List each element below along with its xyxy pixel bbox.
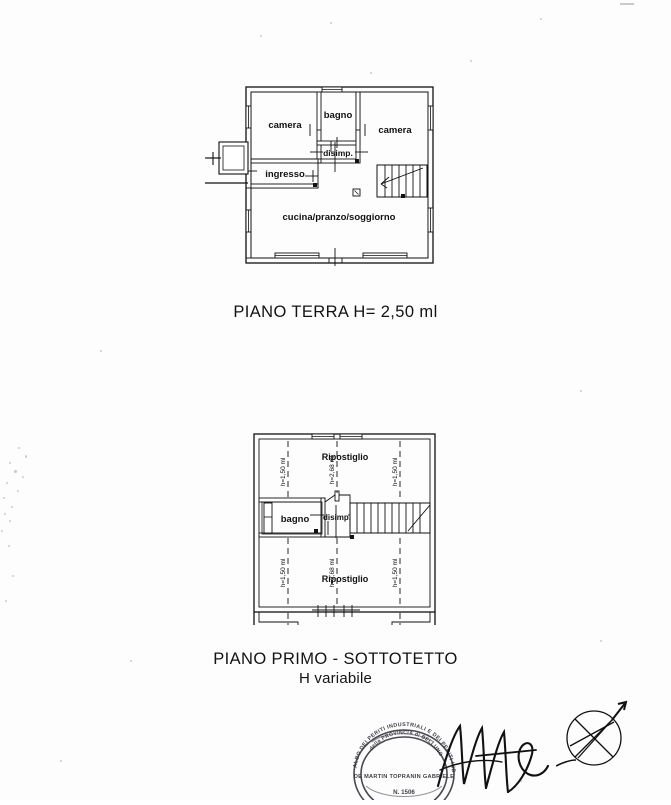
height-marker-bottom-center: h=2,68 ml (329, 558, 336, 587)
first-floor-plan: Ripostiglio bagno disimp. Ripostiglio h=… (240, 425, 450, 625)
first-floor-caption: PIANO PRIMO - SOTTOTETTO H variabile (0, 650, 671, 687)
ground-floor-plan: camera bagno camera disimp. ingresso cuc… (205, 80, 455, 275)
ground-floor-caption-line1: PIANO TERRA H= 2,50 ml (233, 303, 438, 321)
room-label-camera-right: camera (378, 125, 412, 136)
height-marker-top-right: h=1,50 ml (392, 457, 399, 486)
room-label-cucina: cucina/pranzo/soggiorno (283, 212, 396, 223)
room-label-ripostiglio-bottom: Ripostiglio (322, 574, 369, 584)
room-label-disimp-upper: disimp. (323, 513, 351, 522)
ground-floor-caption: PIANO TERRA H= 2,50 ml (0, 303, 671, 322)
height-marker-bottom-right: h=1,50 ml (392, 558, 399, 587)
room-label-ripostiglio-top: Ripostiglio (322, 452, 369, 462)
signature (432, 716, 552, 800)
height-marker-top-center: h=2,68 ml (329, 455, 336, 484)
first-floor-caption-line1: PIANO PRIMO - SOTTOTETTO (213, 650, 458, 668)
first-floor-caption-line2: H variabile (298, 670, 373, 687)
svg-text:DE MARTIN TOPRANIN GABRIELE: DE MARTIN TOPRANIN GABRIELE (354, 774, 454, 780)
room-label-ingresso: ingresso (265, 169, 305, 180)
room-label-camera-left: camera (268, 120, 302, 131)
height-marker-bottom-left: h=1,50 ml (280, 558, 287, 587)
room-label-bagno: bagno (324, 110, 353, 121)
height-marker-top-left: h=1,50 ml (280, 457, 287, 486)
room-label-disimp: disimp. (323, 148, 353, 158)
official-stamp: ALBO DEI PERITI INDUSTRIALI E DEI PERITI… (340, 708, 467, 805)
north-arrow-icon (555, 700, 634, 780)
room-label-bagno-upper: bagno (281, 514, 310, 525)
svg-text:N. 1506: N. 1506 (393, 789, 415, 796)
